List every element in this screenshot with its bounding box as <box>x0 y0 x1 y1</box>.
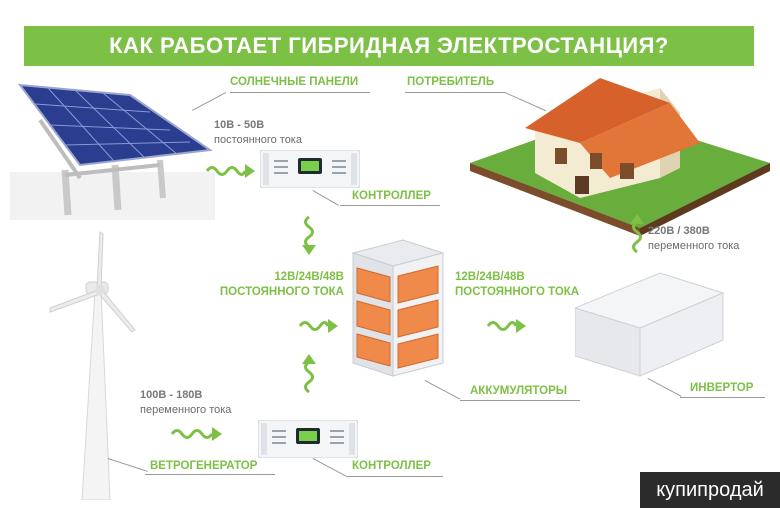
dc-left-current: ПОСТОЯННОГО ТОКА <box>219 286 344 298</box>
wind-generator-label: ВЕТРОГЕНЕРАТОР <box>150 460 258 472</box>
solar-current-type: постоянного тока <box>214 134 302 146</box>
battery-rack-icon <box>351 239 445 377</box>
solar-voltage-note: 10В - 50В постоянного тока <box>214 118 302 148</box>
leader-line <box>312 458 349 478</box>
dc-right-voltage: 12В/24В/48В <box>455 271 525 283</box>
controller-top <box>259 149 361 189</box>
title-banner: КАК РАБОТАЕТ ГИБРИДНАЯ ЭЛЕКТРОСТАНЦИЯ? <box>24 26 754 66</box>
leader-line <box>348 476 443 477</box>
controller-bottom <box>257 419 359 459</box>
controller-top-label: КОНТРОЛЛЕР <box>352 190 431 202</box>
consumer-label: ПОТРЕБИТЕЛЬ <box>407 76 495 88</box>
leader-line <box>230 92 370 93</box>
dc-right-note: 12В/24В/48В ПОСТОЯННОГО ТОКА <box>455 270 579 300</box>
inverter-icon <box>575 272 725 377</box>
controller-bottom-label: КОНТРОЛЛЕР <box>352 460 431 472</box>
wind-voltage-note: 100В - 180В переменного тока <box>140 388 231 418</box>
arrow-up-icon <box>302 354 316 394</box>
house-voltage: 220В / 380В <box>648 225 710 237</box>
leader-line <box>145 474 275 475</box>
arrow-right-icon <box>170 427 222 441</box>
watermark: купипродай <box>640 472 780 508</box>
house-voltage-note: 220В / 380В переменного тока <box>648 224 739 254</box>
arrow-down-icon <box>302 215 316 255</box>
inverter-label: ИНВЕРТОР <box>690 382 754 394</box>
wind-current-type: переменного тока <box>140 404 232 416</box>
arrow-right-icon <box>486 319 526 333</box>
leader-line <box>405 92 505 93</box>
solar-panel-icon <box>10 83 215 220</box>
batteries-label: АККУМУЛЯТОРЫ <box>470 385 568 397</box>
leader-line <box>680 397 765 398</box>
dc-left-note: 12В/24В/48В ПОСТОЯННОГО ТОКА <box>212 270 344 300</box>
leader-line <box>647 378 682 397</box>
leader-line <box>340 205 440 206</box>
leader-line <box>424 380 461 400</box>
leader-line <box>460 400 580 401</box>
leader-line <box>312 190 339 206</box>
dc-right-current: ПОСТОЯННОГО ТОКА <box>455 286 580 298</box>
wind-voltage: 100В - 180В <box>140 389 203 401</box>
solar-voltage: 10В - 50В <box>214 119 265 131</box>
arrow-up-icon <box>630 214 644 254</box>
house-current-type: переменного тока <box>648 240 740 252</box>
dc-left-voltage: 12В/24В/48В <box>274 271 344 283</box>
arrow-right-icon <box>298 319 338 333</box>
solar-panels-label: СОЛНЕЧНЫЕ ПАНЕЛИ <box>230 76 359 88</box>
wind-turbine-icon <box>49 231 136 500</box>
house-icon <box>470 78 770 236</box>
arrow-right-icon <box>205 164 255 178</box>
